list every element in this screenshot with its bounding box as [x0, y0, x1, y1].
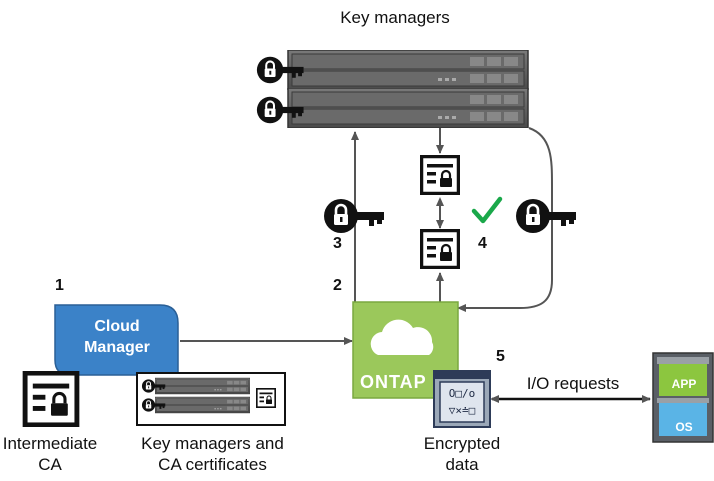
arrow-km-to-ontap — [457, 127, 553, 312]
key-manager-rack-top — [287, 50, 529, 90]
io-requests-label: I/O requests — [526, 374, 620, 393]
lock-key-icon — [515, 198, 578, 234]
encrypted-data-label-line1: Encrypted — [423, 434, 501, 453]
intermediate-ca-certificate-icon — [25, 373, 77, 425]
intermediate-ca-label-line1: Intermediate — [2, 434, 98, 453]
intermediate-ca-label: Intermediate CA — [0, 433, 100, 475]
step-number-2: 2 — [333, 277, 342, 294]
app-os-server-stack — [652, 352, 714, 443]
server-os-label: OS — [675, 420, 693, 434]
ontap-label: ONTAP — [360, 372, 427, 392]
diagram-title: Key managers — [340, 8, 450, 27]
km-ca-certificates-label: Key managers and CA certificates — [130, 433, 295, 475]
cloud-icon — [370, 319, 434, 355]
checkmark-icon — [471, 196, 503, 224]
step-number-1: 1 — [55, 277, 64, 294]
svg-text:O□/o: O□/o — [449, 387, 476, 400]
certificate-icon — [420, 155, 460, 195]
certificate-icon — [420, 229, 460, 269]
cloud-manager-label-line1: Cloud — [94, 318, 140, 335]
encrypted-data-label-line2: data — [445, 455, 479, 474]
intermediate-ca-label-line2: CA — [38, 455, 62, 474]
km-ca-certificates-box — [136, 372, 286, 426]
km-ca-certificates-label-line1: Key managers and — [141, 434, 284, 453]
encrypted-data-icon: O□/o ▽×≐□ — [433, 370, 491, 428]
svg-text:▽×≐□: ▽×≐□ — [449, 404, 476, 417]
server-app-label: APP — [671, 377, 697, 391]
step-number-5: 5 — [496, 348, 505, 365]
encrypted-data-label: Encrypted data — [408, 433, 516, 475]
km-ca-certificates-label-line2: CA certificates — [158, 455, 267, 474]
cloud-manager-label: Cloud Manager — [58, 316, 176, 358]
cloud-manager-label-line2: Manager — [84, 339, 150, 356]
step-number-4: 4 — [478, 235, 487, 252]
step-number-3: 3 — [333, 235, 342, 252]
key-manager-rack-bottom — [287, 88, 529, 128]
